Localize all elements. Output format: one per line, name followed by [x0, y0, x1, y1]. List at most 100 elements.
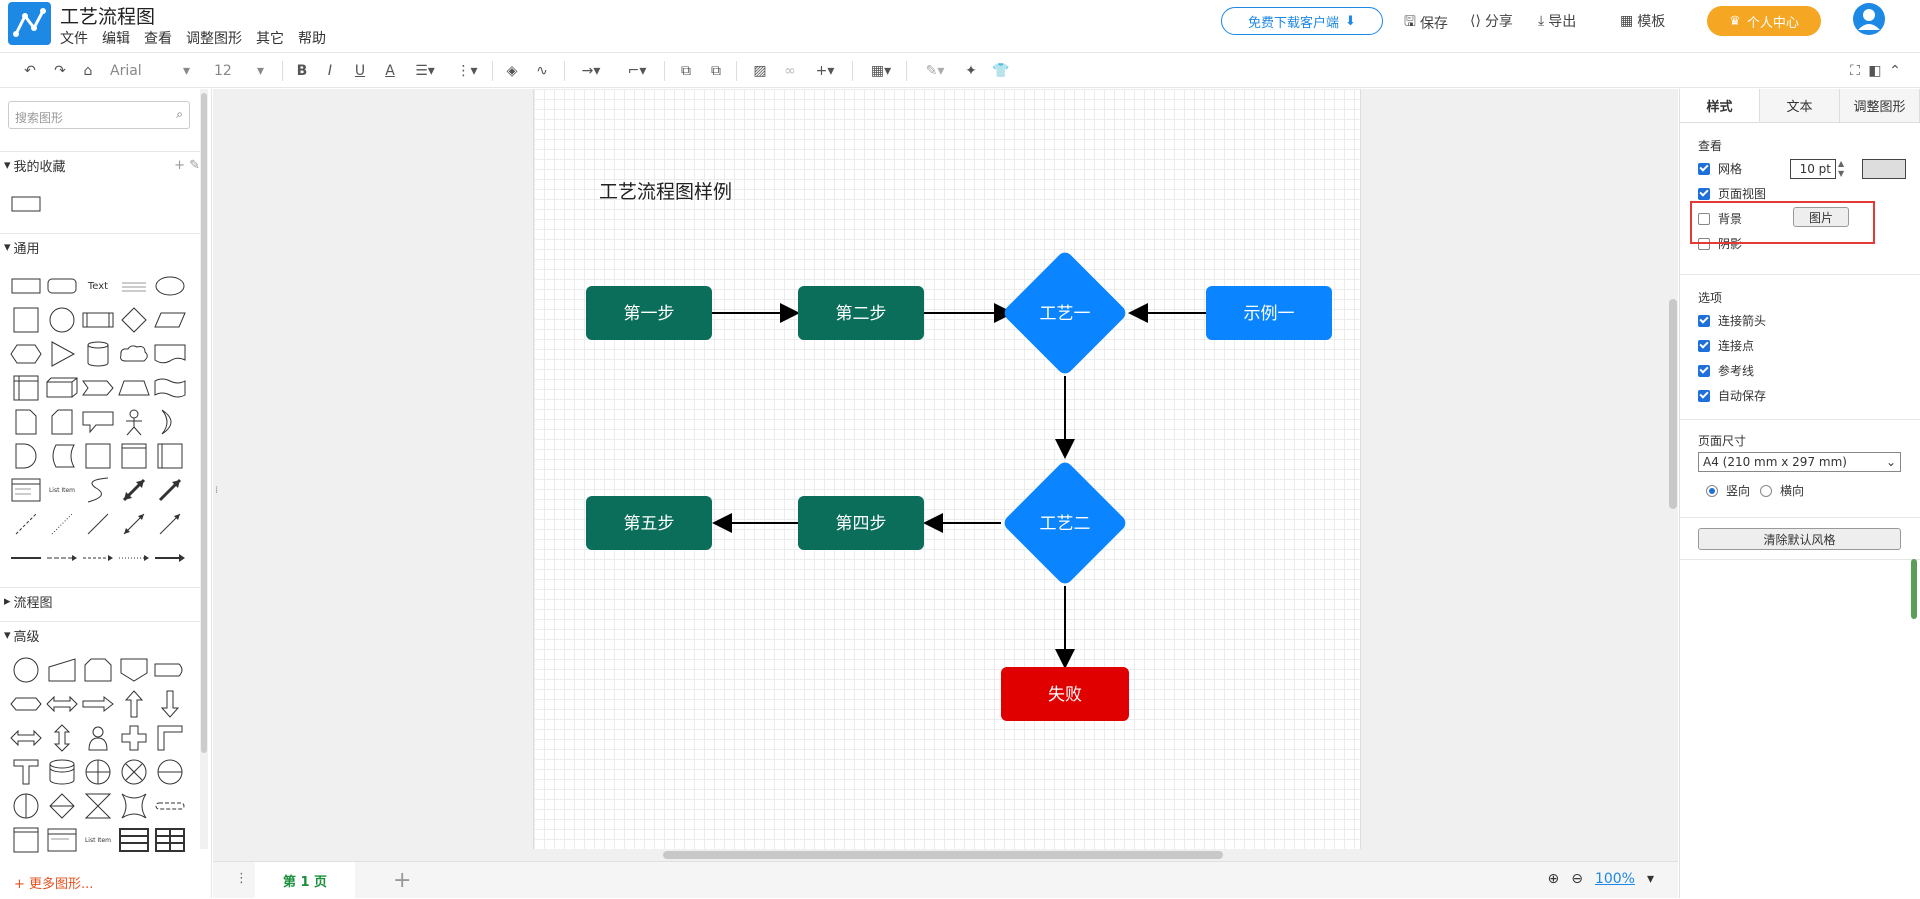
- add-page-icon[interactable]: +: [393, 868, 412, 893]
- node-fail[interactable]: 失败: [1001, 667, 1129, 721]
- grid-checkbox[interactable]: 网格: [1698, 160, 1742, 177]
- magic-icon[interactable]: ✦: [965, 63, 977, 79]
- background-checkbox[interactable]: 背景: [1698, 210, 1742, 227]
- ellipse-shape[interactable]: [152, 271, 188, 301]
- shape-search-input[interactable]: 搜索图形 ⌕: [8, 101, 190, 129]
- window-shape[interactable]: [8, 825, 44, 855]
- terminator-shape[interactable]: [8, 689, 44, 719]
- underline-icon[interactable]: U: [354, 63, 366, 79]
- bold-icon[interactable]: B: [296, 63, 308, 79]
- panel-toggle-icon[interactable]: ◧: [1868, 63, 1882, 79]
- textbox-shape[interactable]: [116, 271, 152, 301]
- tee-shape[interactable]: [8, 757, 44, 787]
- image-icon[interactable]: ▨: [753, 63, 767, 79]
- list-shape[interactable]: [8, 475, 44, 505]
- page-tab-1[interactable]: 第 1 页: [255, 862, 355, 899]
- dashed-line-shape[interactable]: [8, 509, 44, 539]
- format-painter-icon[interactable]: ⌂: [83, 63, 93, 79]
- background-image-button[interactable]: 图片: [1793, 207, 1849, 227]
- vertical-scrollbar[interactable]: [1669, 299, 1677, 509]
- tab-arrange[interactable]: 调整图形: [1840, 89, 1920, 122]
- horizontal-scrollbar[interactable]: [663, 851, 1223, 859]
- loop-limit-shape[interactable]: [80, 655, 116, 685]
- container-shape[interactable]: [116, 441, 152, 471]
- or-shape[interactable]: [152, 407, 188, 437]
- actor-shape[interactable]: [116, 407, 152, 437]
- chain-shape[interactable]: [152, 791, 188, 821]
- cross-shape[interactable]: [116, 723, 152, 753]
- zoom-in-icon[interactable]: ⊕: [1547, 871, 1560, 887]
- download-client-button[interactable]: 免费下载客户端 ⬇: [1221, 7, 1383, 35]
- bring-front-icon[interactable]: ⧉: [681, 63, 691, 79]
- directional-connector-shape[interactable]: [152, 509, 188, 539]
- dash-arrow-shape[interactable]: [80, 543, 116, 573]
- rounded-rectangle-shape[interactable]: [44, 271, 80, 301]
- internal-storage-shape[interactable]: [8, 373, 44, 403]
- panel-shape[interactable]: [44, 825, 80, 855]
- data-storage-shape[interactable]: [44, 441, 80, 471]
- thick-line-shape[interactable]: [8, 543, 44, 573]
- node-proc2[interactable]: 工艺二: [1001, 459, 1128, 586]
- node-step4[interactable]: 第四步: [798, 496, 924, 550]
- dotted-arrow-shape[interactable]: [116, 543, 152, 573]
- tape-shape[interactable]: [152, 373, 188, 403]
- node-example1[interactable]: 示例一: [1206, 286, 1332, 340]
- menu-arrange[interactable]: 调整图形: [186, 31, 242, 47]
- personal-center-button[interactable]: ♛个人中心: [1707, 6, 1821, 36]
- parallelogram-shape[interactable]: [152, 305, 188, 335]
- italic-icon[interactable]: I: [327, 63, 333, 79]
- waypoint-style-icon[interactable]: ⌐▾: [627, 63, 647, 79]
- avatar[interactable]: [1852, 2, 1886, 36]
- menu-edit[interactable]: 编辑: [102, 31, 130, 47]
- left-right-arrow-shape[interactable]: [44, 689, 80, 719]
- redo-icon[interactable]: ↷: [54, 63, 66, 79]
- cloud-shape[interactable]: [116, 339, 152, 369]
- diagram-title[interactable]: 工艺流程图样例: [599, 181, 732, 203]
- summing-junction-shape[interactable]: [80, 757, 116, 787]
- fullscreen-icon[interactable]: ⛶: [1850, 63, 1860, 79]
- undo-icon[interactable]: ↶: [24, 63, 36, 79]
- menu-other[interactable]: 其它: [256, 31, 284, 47]
- tab-style[interactable]: 样式: [1680, 89, 1760, 122]
- table-icon[interactable]: ▦▾: [870, 63, 892, 79]
- menu-file[interactable]: 文件: [60, 31, 88, 47]
- connector-arrow-shape[interactable]: [152, 543, 188, 573]
- flowchart-section-header[interactable]: ▸流程图: [0, 587, 200, 615]
- vertical-double-arrow-shape[interactable]: [44, 723, 80, 753]
- line-color-icon[interactable]: ∿: [536, 63, 548, 79]
- connection-points-checkbox[interactable]: 连接点: [1698, 337, 1754, 354]
- panel-scrollbar[interactable]: [1911, 559, 1917, 619]
- more-vertical-icon[interactable]: ⋮▾: [456, 63, 478, 79]
- line-shape[interactable]: [80, 509, 116, 539]
- square-frame-shape[interactable]: [80, 441, 116, 471]
- hexagon-shape[interactable]: [8, 339, 44, 369]
- align-icon[interactable]: ☰▾: [415, 63, 435, 79]
- clear-default-style-button[interactable]: 清除默认风格: [1698, 528, 1901, 550]
- portrait-radio[interactable]: 竖向: [1706, 482, 1750, 499]
- offpage-shape[interactable]: [116, 655, 152, 685]
- user-shape[interactable]: [80, 723, 116, 753]
- triangle-shape[interactable]: [44, 339, 80, 369]
- share-button[interactable]: ⟨⟩分享: [1470, 11, 1513, 31]
- step-shape[interactable]: [80, 373, 116, 403]
- page-shape[interactable]: [152, 441, 188, 471]
- landscape-radio[interactable]: 横向: [1760, 482, 1804, 499]
- dashed-arrow-shape[interactable]: [44, 543, 80, 573]
- sort-shape[interactable]: [44, 791, 80, 821]
- callout-shape[interactable]: [80, 407, 116, 437]
- double-arrow-shape[interactable]: [116, 475, 152, 505]
- stepper-icon[interactable]: ▲▼: [1838, 159, 1845, 178]
- pages-menu-icon[interactable]: ⋮: [235, 871, 248, 886]
- node-step2[interactable]: 第二步: [798, 286, 924, 340]
- grid-color-swatch[interactable]: [1862, 159, 1906, 179]
- sidebar-resize-handle[interactable]: ⁞: [215, 485, 219, 496]
- curve-shape[interactable]: [80, 475, 116, 505]
- star-shape[interactable]: [116, 791, 152, 821]
- template-button[interactable]: ▦模板: [1620, 11, 1665, 31]
- card-shape[interactable]: [44, 407, 80, 437]
- right-arrow-shape[interactable]: [80, 689, 116, 719]
- horizontal-double-arrow-shape[interactable]: [8, 723, 44, 753]
- up-arrow-shape[interactable]: [116, 689, 152, 719]
- font-color-icon[interactable]: A: [385, 63, 395, 79]
- advanced-section-header[interactable]: ▾高级: [0, 621, 200, 649]
